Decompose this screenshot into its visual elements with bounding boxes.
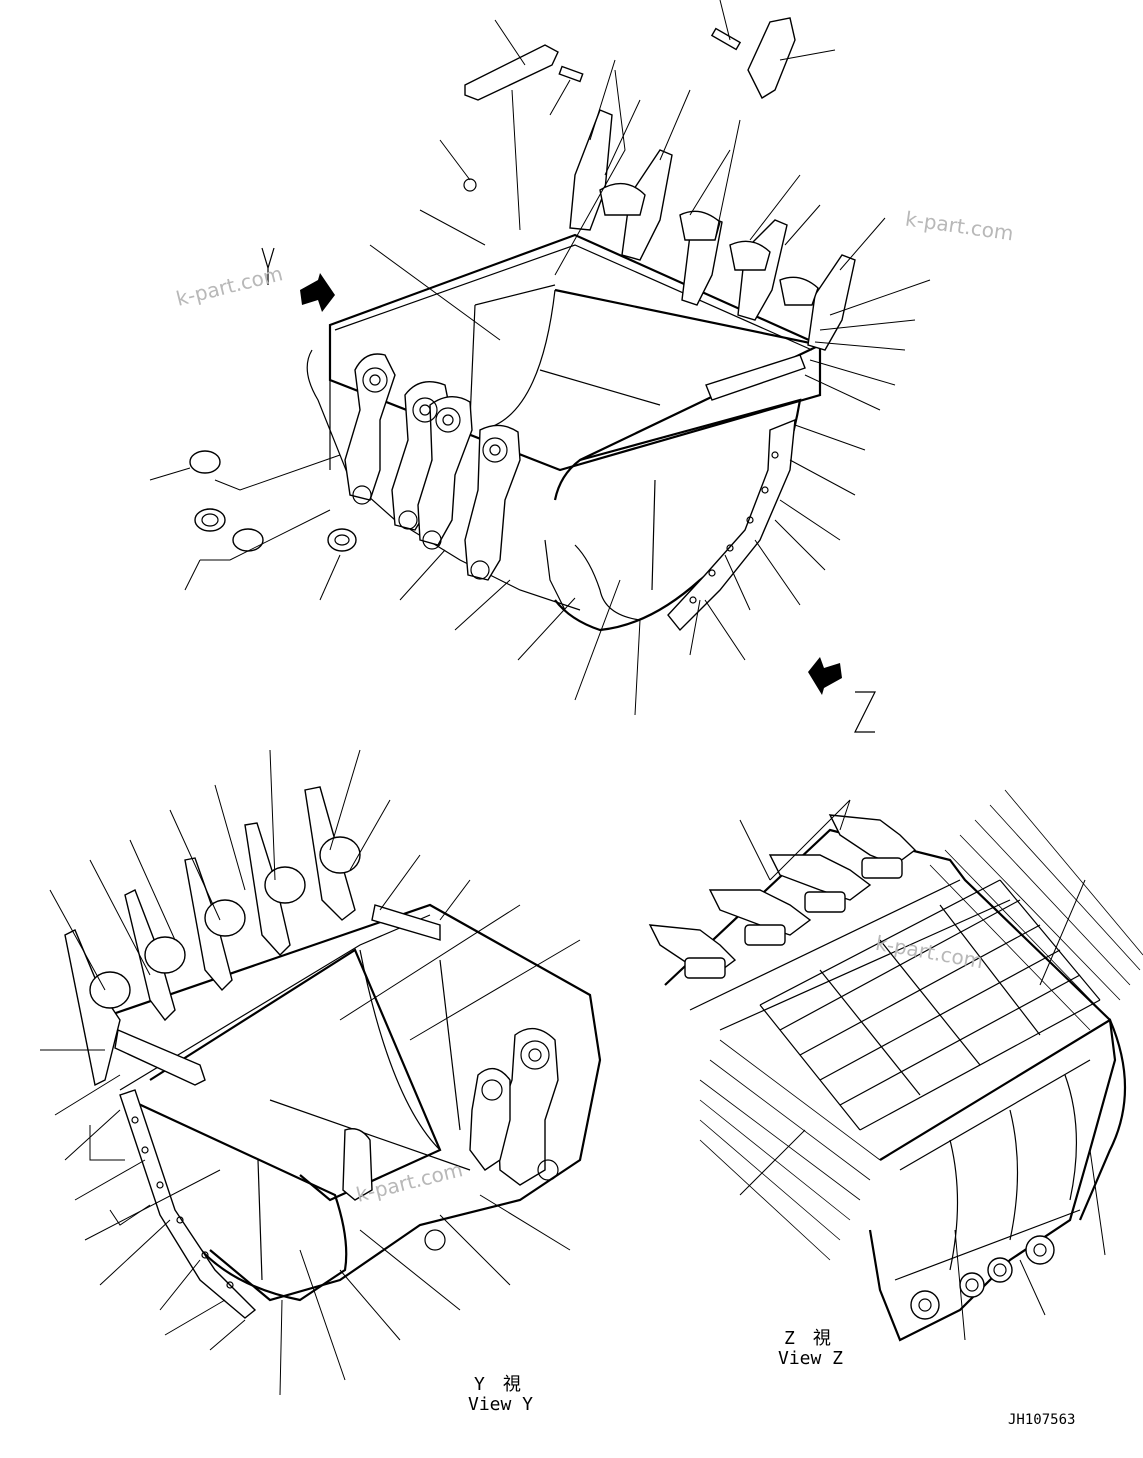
view-z-caption-jp: Z 視: [784, 1328, 831, 1349]
view-z-caption-en: View Z: [778, 1348, 844, 1369]
main-bucket-assembly: [149, 0, 931, 716]
drawing-number: JH107563: [1008, 1412, 1076, 1428]
view-z-assembly: [648, 789, 1143, 1342]
view-y-teeth: [64, 786, 361, 1087]
view-y-arrow-icon: [300, 273, 335, 312]
view-y-caption-en: View Y: [468, 1394, 534, 1415]
view-y-assembly: [40, 749, 602, 1396]
view-z-marker: Z: [852, 684, 876, 730]
view-z-wear-grid: [759, 879, 1101, 1131]
view-y-caption-jp: Y 視: [474, 1374, 521, 1395]
view-z-arrow-icon: [808, 657, 842, 695]
view-y-marker: Y: [252, 240, 270, 275]
top-teeth: [569, 109, 856, 351]
